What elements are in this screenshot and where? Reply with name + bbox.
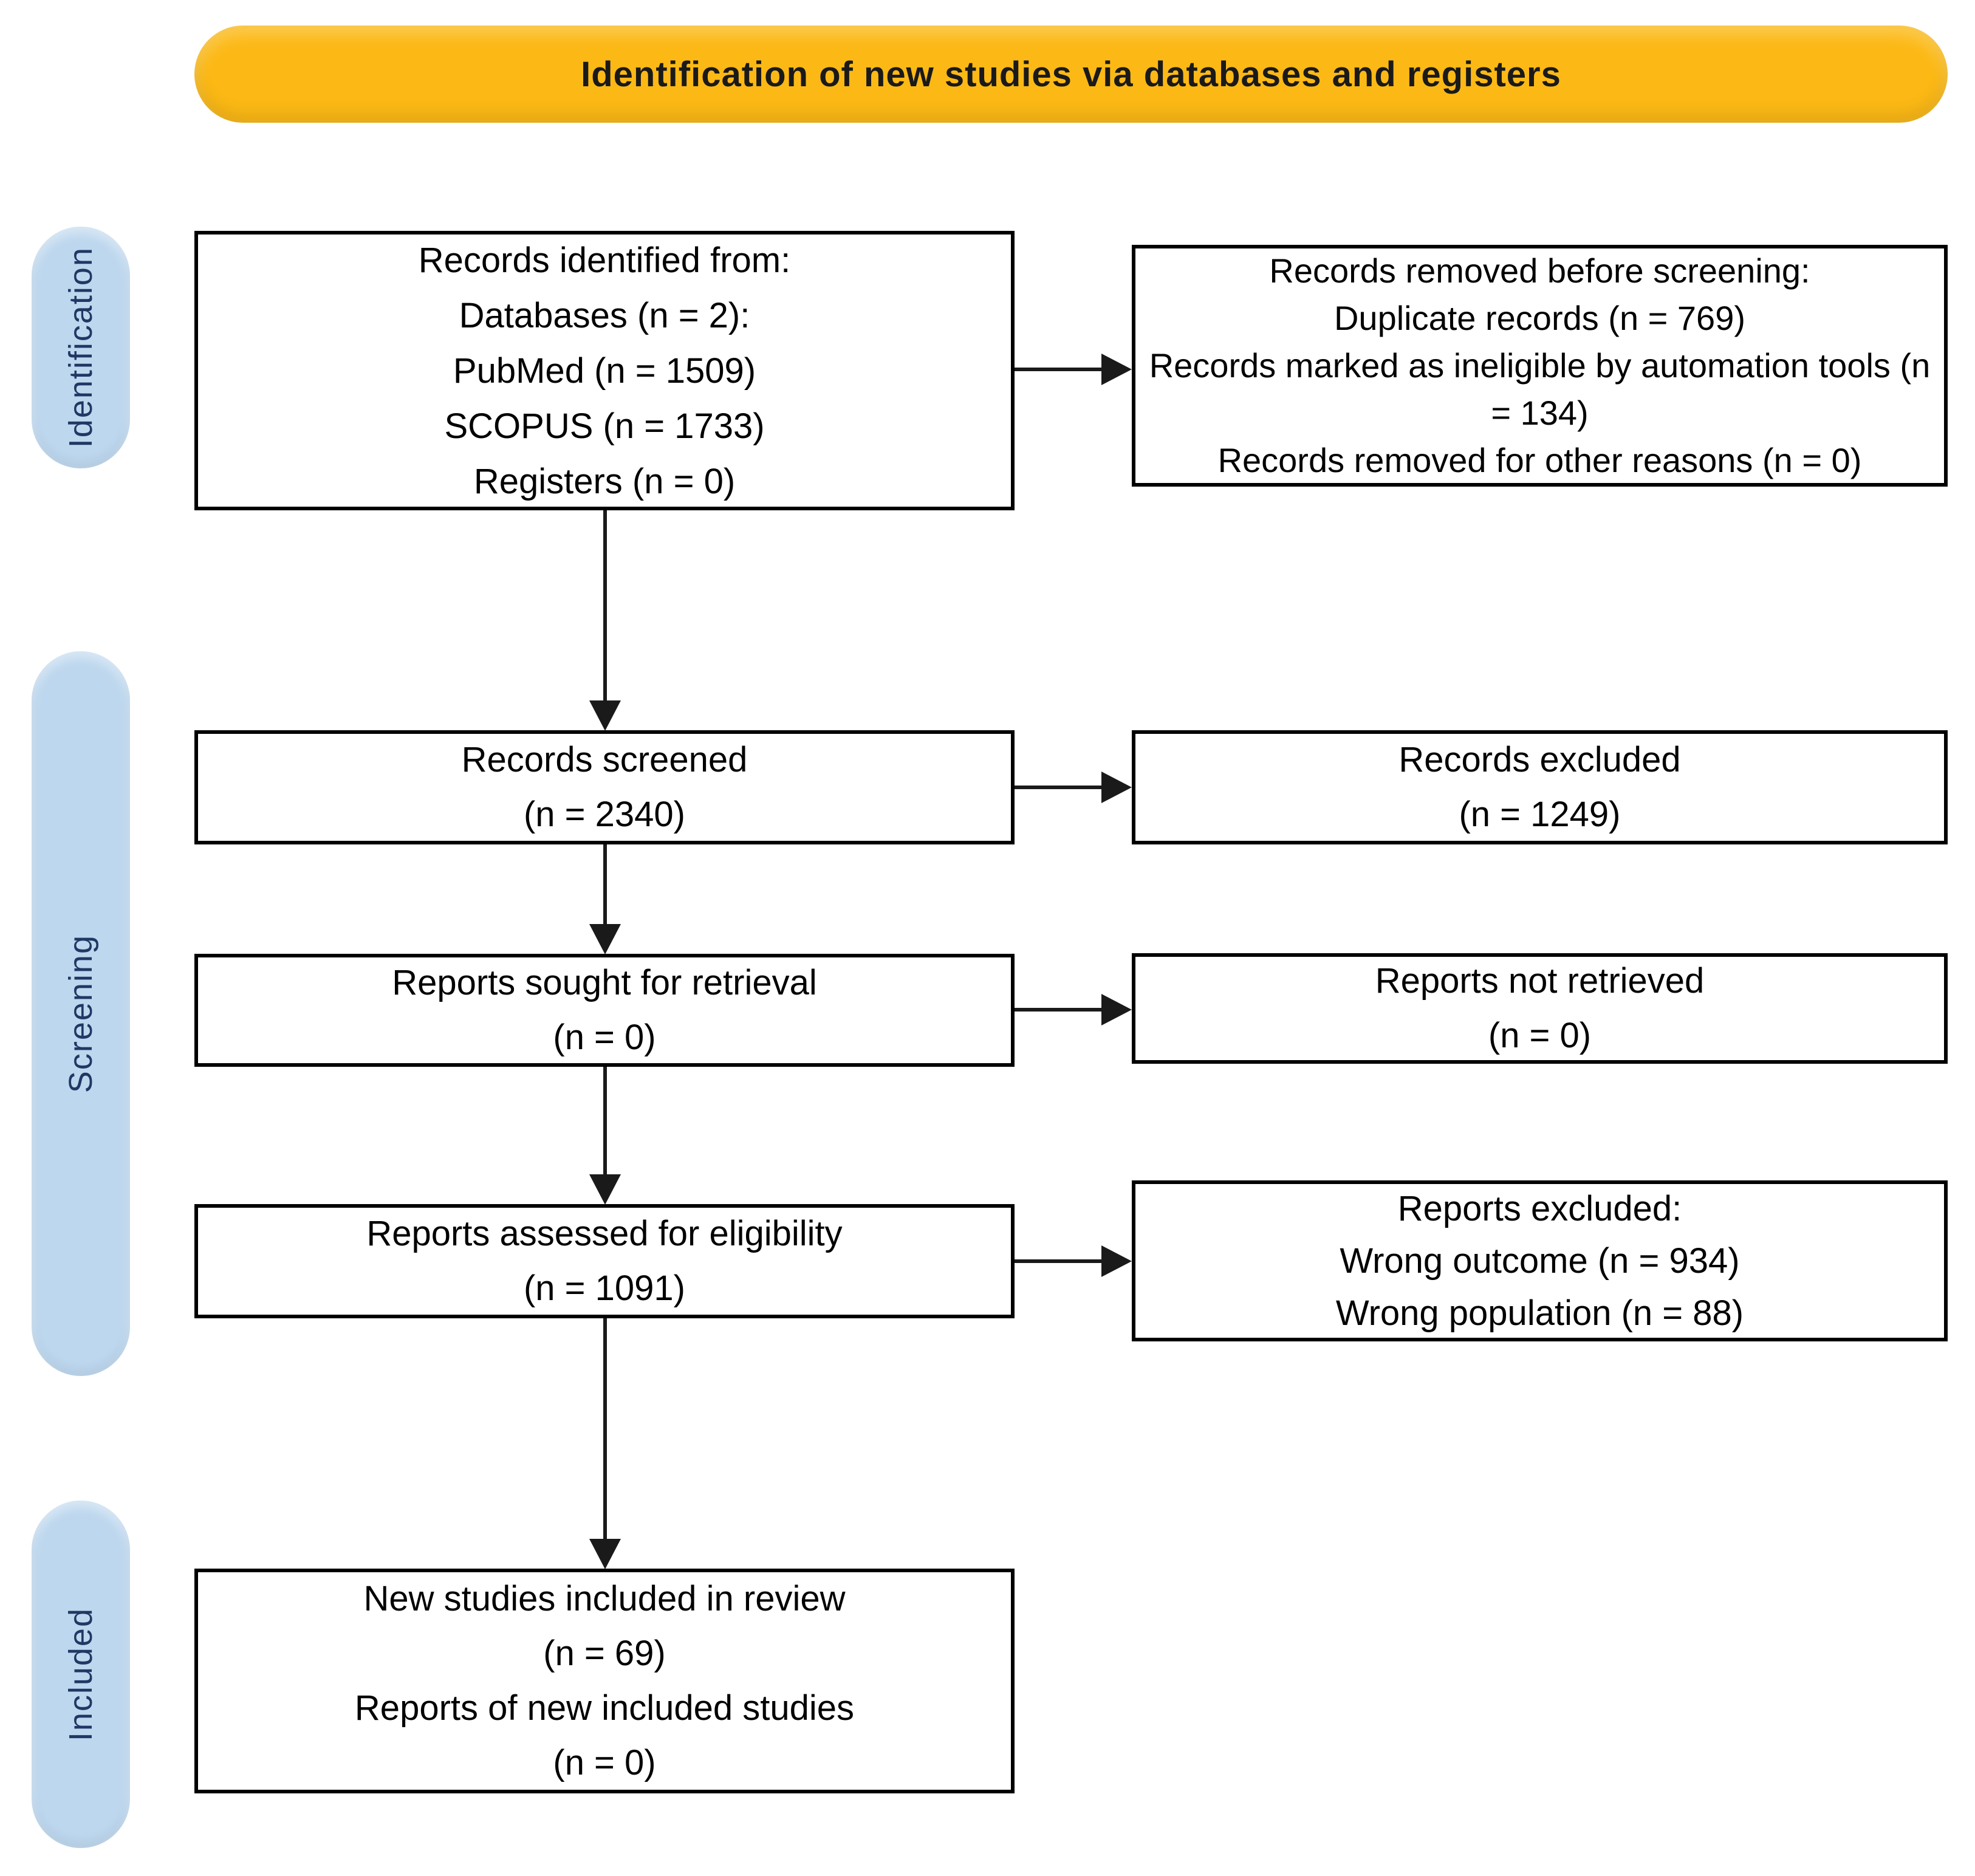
box-line: Databases (n = 2): [459,295,750,335]
box-line: New studies included in review [363,1579,846,1618]
stage-pill-included: Included [32,1501,130,1848]
box-records-screened: Records screened (n = 2340) [194,730,1015,844]
banner-title: Identification of new studies via databa… [581,54,1561,94]
box-reports-assessed: Reports assessed for eligibility (n = 10… [194,1204,1015,1318]
arrowhead-down-icon [589,924,621,954]
box-line: Records removed before screening: [1269,252,1810,290]
box-records-removed: Records removed before screening: Duplic… [1132,245,1948,487]
box-line: (n = 2340) [523,795,685,834]
box-records-identified: Records identified from: Databases (n = … [194,231,1015,510]
arrow-identified-to-screened [603,510,607,702]
box-line: Records excluded [1398,740,1681,779]
box-reports-sought: Reports sought for retrieval (n = 0) [194,954,1015,1067]
stage-label-included: Included [63,1607,99,1742]
arrow-sought-to-assessed [603,1067,607,1176]
arrowhead-down-icon [589,1174,621,1205]
box-line: (n = 0) [553,1743,656,1782]
arrowhead-right-icon [1101,994,1132,1025]
arrowhead-right-icon [1101,772,1132,803]
box-line: Reports sought for retrieval [392,963,817,1002]
box-line: Reports excluded: [1397,1188,1682,1228]
arrow-assessed-to-reports-excluded [1015,1259,1103,1263]
box-line: Reports not retrieved [1375,961,1705,1001]
box-line: (n = 1091) [523,1268,685,1308]
box-line: Records marked as ineligible by automati… [1149,346,1931,432]
stage-pill-screening: Screening [32,651,130,1376]
box-line: (n = 0) [553,1018,656,1057]
box-line: Wrong population (n = 88) [1335,1293,1744,1333]
stage-pill-identification: Identification [32,227,130,468]
arrow-screened-to-sought [603,844,607,926]
stage-label-screening: Screening [63,934,99,1094]
box-line: Duplicate records (n = 769) [1333,299,1745,337]
box-new-studies-included: New studies included in review (n = 69) … [194,1569,1015,1793]
box-records-excluded: Records excluded (n = 1249) [1132,730,1948,844]
box-line: Records removed for other reasons (n = 0… [1217,441,1862,479]
box-line: Records screened [461,740,748,779]
box-line: PubMed (n = 1509) [453,351,756,391]
box-line: (n = 1249) [1459,795,1621,834]
arrow-screened-to-excluded [1015,786,1103,789]
box-line: Reports assessed for eligibility [366,1214,843,1253]
box-line: (n = 69) [543,1634,666,1673]
box-line: (n = 0) [1488,1016,1592,1055]
arrow-identified-to-removed [1015,368,1103,371]
arrowhead-down-icon [589,700,621,731]
box-line: Wrong outcome (n = 934) [1340,1241,1740,1281]
box-line: Records identified from: [418,240,791,280]
box-line: SCOPUS (n = 1733) [444,406,765,446]
box-line: Registers (n = 0) [473,461,736,501]
box-reports-not-retrieved: Reports not retrieved (n = 0) [1132,953,1948,1064]
stage-label-identification: Identification [63,247,99,448]
banner: Identification of new studies via databa… [194,26,1948,123]
arrowhead-down-icon [589,1539,621,1569]
arrowhead-right-icon [1101,354,1132,385]
arrow-sought-to-not-retrieved [1015,1008,1103,1012]
arrowhead-right-icon [1101,1245,1132,1277]
arrow-assessed-to-included [603,1318,607,1541]
box-reports-excluded: Reports excluded: Wrong outcome (n = 934… [1132,1180,1948,1341]
box-line: Reports of new included studies [354,1688,855,1728]
